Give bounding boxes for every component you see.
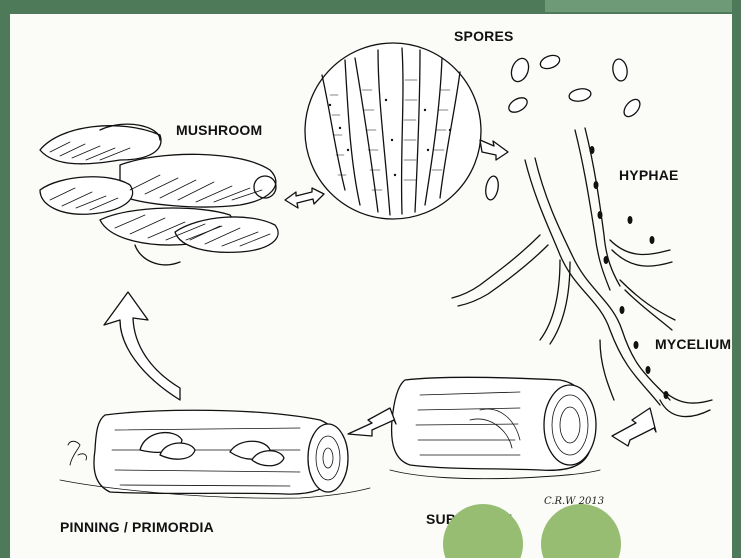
mycelium-substrate-arrow: [612, 408, 656, 446]
substrate-pinning-arrow: [348, 408, 396, 436]
gill-hyphae-arrow: [480, 140, 508, 160]
mushroom-gill-arrow: [285, 188, 324, 208]
label-mushroom: MUSHROOM: [176, 122, 262, 138]
label-mycelium: MYCELIUM: [655, 336, 731, 352]
mushroom-cluster-drawing: [40, 124, 278, 265]
label-pinning: PINNING / PRIMORDIA: [60, 519, 214, 535]
label-hyphae: HYPHAE: [619, 167, 679, 183]
pinning-mushroom-arrow: [104, 292, 180, 400]
gill-closeup-drawing: [305, 43, 481, 219]
label-spores: SPORES: [454, 28, 514, 44]
substrate-log-drawing: [390, 377, 600, 478]
pinning-log-drawing: [60, 410, 370, 498]
